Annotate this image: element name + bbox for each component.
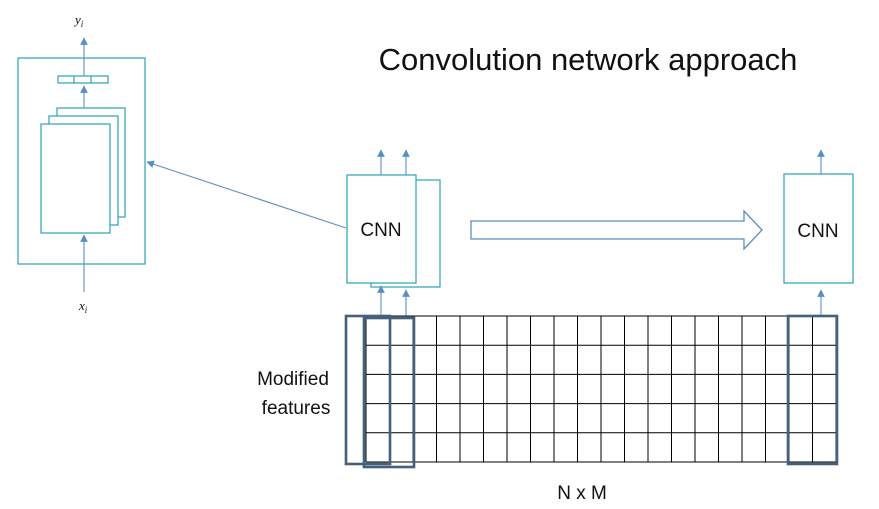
window-left-shifted	[362, 316, 416, 469]
output-vector	[57, 75, 109, 84]
grid-dimension-label: N x M	[557, 483, 607, 504]
input-label: xi	[78, 298, 88, 315]
modified-label: Modified	[257, 369, 329, 390]
features-label: features	[262, 398, 331, 419]
output-label: yi	[73, 12, 84, 29]
cnn-detail-panel: yi xi	[17, 12, 146, 315]
window-left-outer	[344, 314, 392, 466]
cnn-right-label: CNN	[797, 221, 838, 242]
feature-grid	[365, 315, 837, 463]
cnn-left-label: CNN	[360, 220, 401, 241]
window-right	[786, 314, 839, 466]
diagram-title: Convolution network approach	[379, 42, 798, 77]
cnn-block-left: CNN	[346, 149, 441, 316]
sliding-direction-arrow	[470, 209, 763, 251]
zoom-connector-arrow	[146, 160, 347, 229]
cnn-block-right: CNN	[783, 149, 854, 316]
cnn-block-right-box	[783, 173, 854, 284]
feature-map-1	[40, 123, 111, 234]
